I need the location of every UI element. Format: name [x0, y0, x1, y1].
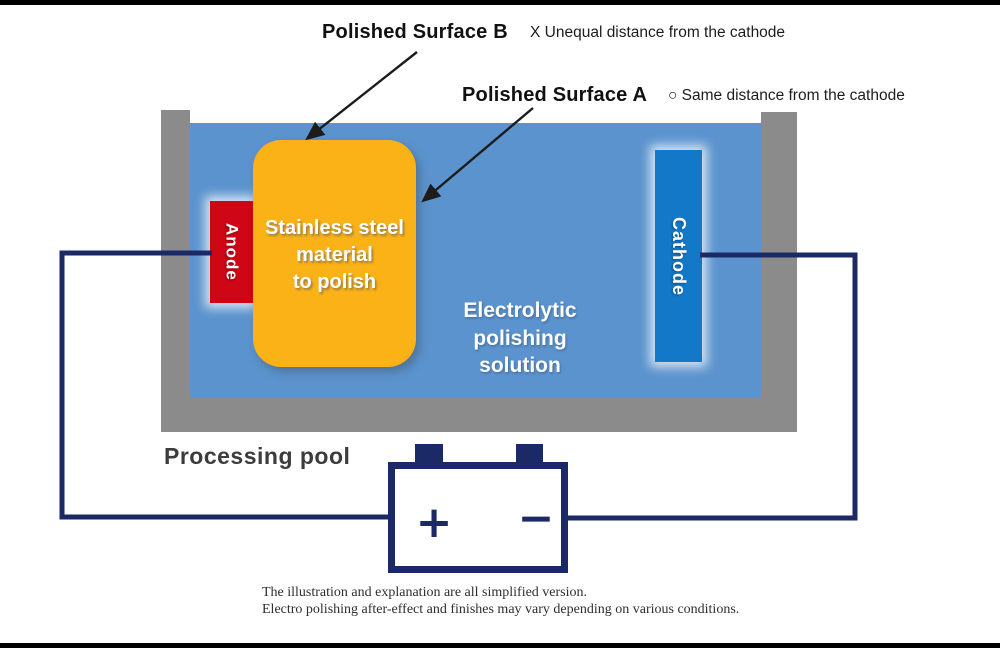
surface-b-title: Polished Surface B [322, 21, 508, 43]
anode-label: Anode [222, 223, 242, 281]
surface-a-title: Polished Surface A [462, 84, 648, 106]
solution-label-line3: solution [479, 354, 561, 377]
cathode-bar: Cathode [655, 150, 702, 362]
tank-wall-left [161, 110, 190, 432]
solution-label-line1: Electrolytic [463, 299, 577, 322]
solution-label-line2: polishing [473, 326, 567, 350]
tank-wall-right [761, 112, 797, 432]
solution-label: Electrolytic polishing solution [430, 297, 610, 380]
disclaimer-line1: The illustration and explanation are all… [262, 585, 588, 600]
battery-plus-sign: + [415, 497, 453, 548]
battery: + − [388, 462, 568, 573]
top-border-bar [0, 0, 1000, 5]
workpiece-label: Stainless steel material to polish [243, 215, 426, 296]
surface-b-note: X Unequal distance from the cathode [530, 24, 786, 41]
battery-terminal-negative [516, 444, 543, 464]
disclaimer-line2: Electro polishing after-effect and finis… [262, 602, 740, 617]
tank-wall-bottom [161, 397, 797, 432]
battery-terminal-positive [415, 444, 443, 464]
surface-a-note: ○ Same distance from the cathode [668, 87, 905, 104]
workpiece-block: Stainless steel material to polish [253, 140, 416, 367]
cathode-label: Cathode [669, 216, 689, 296]
disclaimer-text: The illustration and explanation are all… [262, 584, 739, 618]
battery-minus-sign: − [517, 493, 555, 544]
workpiece-label-line2: material [296, 244, 373, 266]
workpiece-label-line1: Stainless steel [265, 217, 404, 239]
processing-pool-label: Processing pool [164, 443, 351, 469]
bottom-border-bar [0, 643, 1000, 648]
workpiece-label-line3: to polish [292, 271, 377, 293]
